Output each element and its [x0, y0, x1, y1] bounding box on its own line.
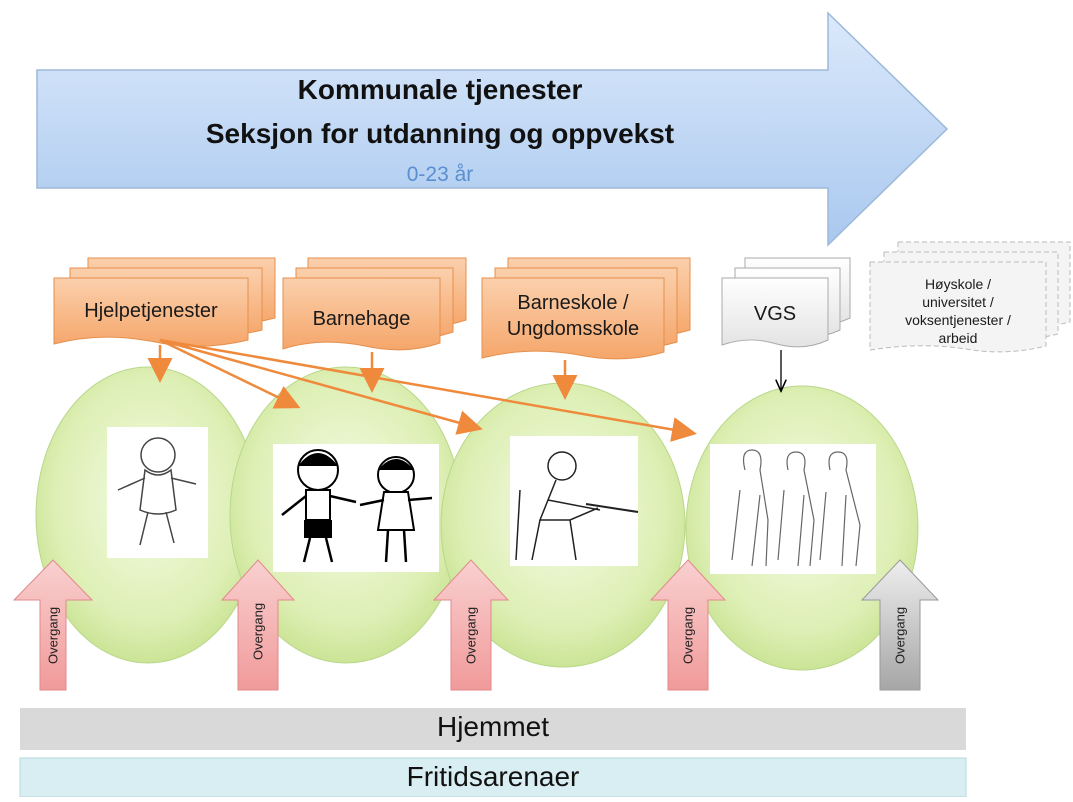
higher-ed-line3: voksentjenester / — [905, 312, 1011, 328]
service-label-barnehage: Barnehage — [312, 308, 411, 330]
transition-label-3: Overgang — [463, 606, 479, 665]
transition-label-1: Overgang — [45, 606, 61, 665]
transition-arrow-5 — [860, 559, 940, 691]
home-bar — [20, 708, 966, 750]
baby-illustration — [107, 427, 208, 558]
higher-ed-line4: arbeid — [938, 330, 978, 346]
banner-age-range: 0-23 år — [406, 163, 474, 186]
transition-label-4: Overgang — [680, 606, 696, 665]
service-label-vgs: VGS — [753, 303, 797, 325]
higher-ed-line2: universitet / — [922, 294, 994, 310]
service-label-ungdomsskole: Ungdomsskole — [506, 318, 640, 340]
banner-title-line1: Kommunale tjenester — [297, 74, 583, 105]
children-illustration — [273, 444, 439, 572]
service-link-arrows — [147, 338, 697, 442]
transition-arrow-4 — [649, 559, 727, 691]
transition-label-5: Overgang — [892, 606, 908, 665]
transition-arrow-1 — [12, 559, 94, 691]
leisure-bar — [19, 757, 967, 798]
service-box-barneskole — [481, 257, 691, 360]
banner-title-line2: Seksjon for utdanning og oppvekst — [205, 118, 675, 149]
higher-ed-line1: Høyskole / — [924, 276, 992, 292]
transition-label-2: Overgang — [250, 602, 266, 661]
teens-illustration — [710, 444, 876, 574]
service-box-hoyskole — [869, 241, 1071, 353]
transition-arrow-2 — [220, 559, 296, 691]
service-label-hjelpetjenester: Hjelpetjenester — [84, 300, 218, 322]
banner-arrow — [36, 11, 949, 247]
service-box-hjelpetjenester — [53, 257, 276, 347]
service-label-barneskole: Barneskole / — [517, 292, 629, 314]
service-box-barnehage — [282, 257, 467, 351]
transition-arrow-3 — [432, 559, 510, 691]
leisure-label: Fritidsarenaer — [406, 761, 580, 792]
student-illustration — [510, 436, 639, 566]
service-box-vgs — [721, 257, 851, 348]
home-label: Hjemmet — [436, 711, 549, 742]
